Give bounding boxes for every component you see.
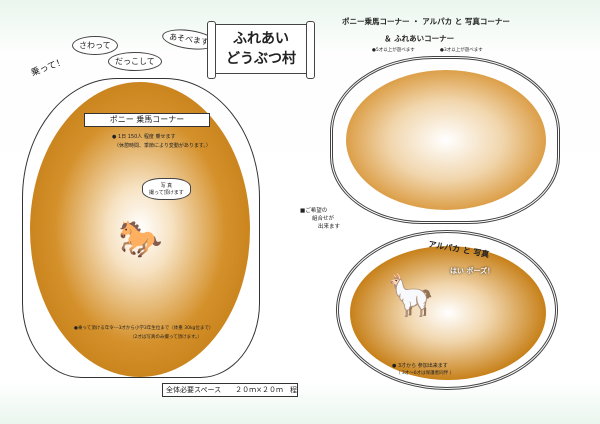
alpaca-illustration: 🦙	[386, 273, 436, 319]
combo-2: 組合せが	[312, 216, 335, 222]
photo-cloud-1: 写 真	[160, 183, 173, 189]
cloud-touch: さわって	[72, 36, 118, 55]
photo-cloud-2: 撮って頂けます	[149, 190, 184, 196]
age-note-1: ●乗って頂ける年令---3才から小学3年生位まで（体重 30kg位まで）	[74, 326, 214, 331]
pony-note-1: ● 1日 150人 程度 乗せます	[112, 134, 176, 140]
space-requirement: 全体必要スペース ２０ｍ×２０ｍ 程度	[162, 383, 298, 397]
sign-line-2: どうぶつ村	[226, 51, 296, 67]
alpaca-note-2: （ 3才～6才は保護者同伴 ）	[396, 371, 455, 376]
combo-1: ■ご希望の	[300, 208, 328, 214]
cloud-hold: だっこして	[108, 52, 162, 71]
label-5yrs: ●5才以上が遊べます	[372, 48, 415, 53]
alpaca-area	[350, 246, 546, 380]
pony-illustration: 🐎	[118, 219, 163, 260]
combo-3: 出来ます	[318, 224, 341, 230]
age-note-2: （2才は写真のみ撮って頂けます。）	[130, 335, 202, 340]
pony-pen-outline	[22, 78, 260, 378]
fureai-area	[346, 70, 546, 210]
shout-text: 乗って！	[29, 57, 67, 79]
label-3yrs: ●3才以上が遊べます	[440, 48, 483, 53]
combo-note: ■ご希望の組合せが出来ます	[300, 207, 340, 231]
right-title-1: ポニー乗馬コーナー ・ アルパカ と 写真コーナー	[342, 17, 510, 26]
alpaca-note-1: ● 3才から 参加出来ます	[392, 363, 448, 369]
right-title-2: ＆ ふれあいコーナー	[384, 34, 455, 43]
pony-area	[30, 82, 250, 377]
village-sign: ふれあい どうぶつ村	[207, 21, 315, 79]
fureai-fence	[330, 56, 560, 224]
alpaca-sub: はい ポーズ！	[450, 267, 495, 275]
alpaca-fence	[336, 230, 558, 390]
pony-note-2: （休憩時間、季節により変動があります。）	[114, 143, 211, 149]
pony-title: ポニー 乗馬コーナー	[84, 113, 210, 127]
sign-line-1: ふれあい	[233, 31, 289, 47]
photo-cloud: 写 真撮って頂けます	[142, 178, 191, 200]
